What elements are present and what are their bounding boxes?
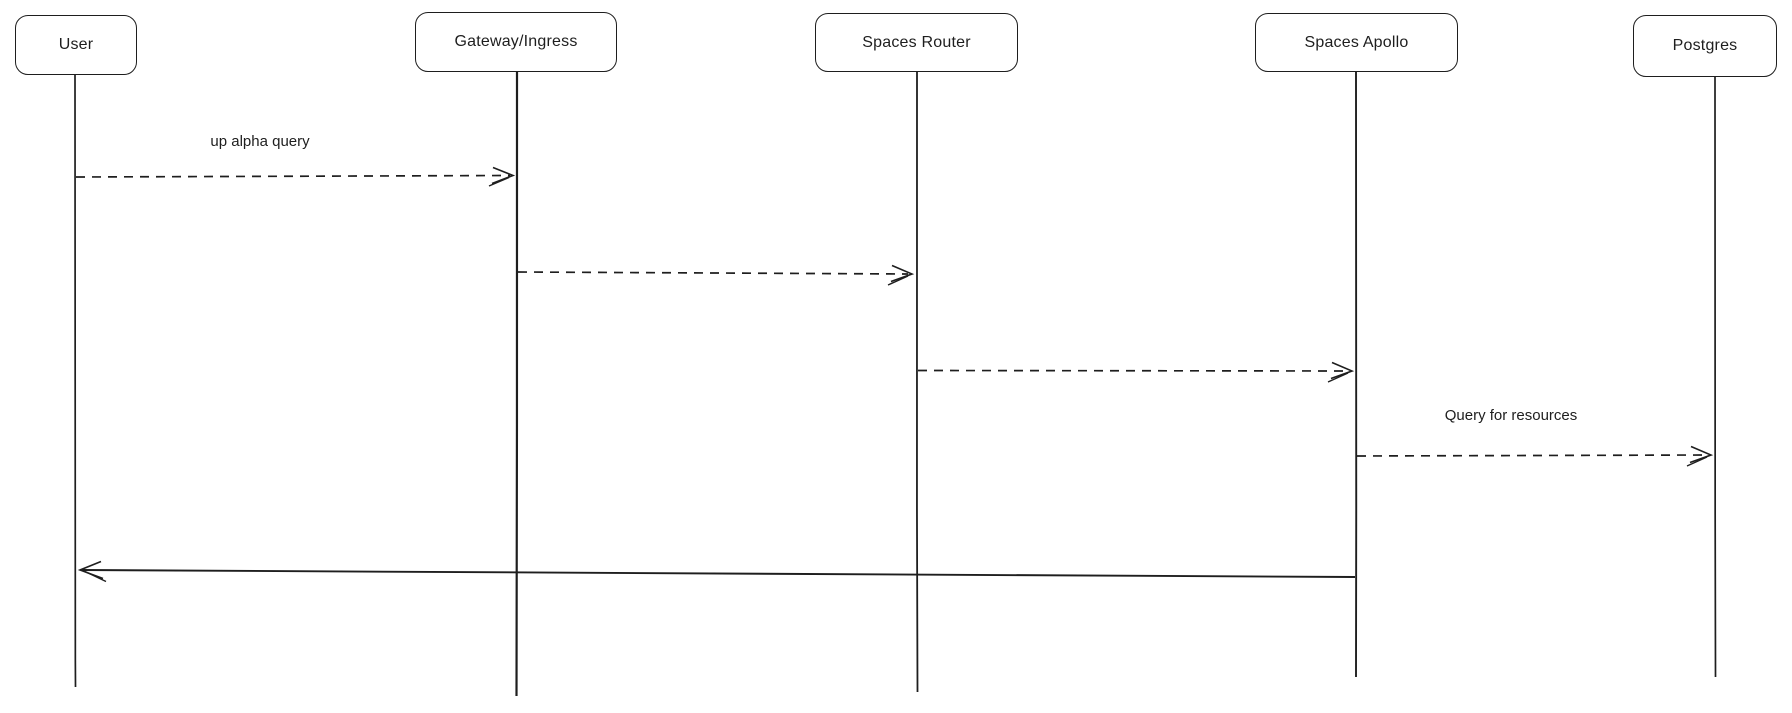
actor-box-spaces-apollo: Spaces Apollo (1255, 13, 1458, 72)
message-arrow-gateway-to-router (517, 264, 915, 286)
message-arrow-user-to-gateway (75, 166, 516, 187)
actor-box-postgres: Postgres (1633, 15, 1777, 77)
lifeline-user (74, 74, 77, 688)
actor-box-user: User (15, 15, 137, 75)
lifeline-gateway-ingress (515, 71, 519, 697)
actor-label-user: User (58, 36, 94, 53)
actor-label-postgres: Postgres (1672, 37, 1738, 54)
message-arrow-apollo-to-postgres (1356, 445, 1714, 467)
actor-label-gateway-ingress: Gateway/Ingress (454, 33, 578, 50)
lifeline-postgres (1714, 76, 1717, 678)
lifeline-spaces-apollo (1354, 71, 1358, 678)
actor-label-spaces-apollo: Spaces Apollo (1304, 33, 1409, 51)
message-label-up-alpha-query: up alpha query (210, 133, 310, 150)
actor-box-gateway-ingress: Gateway/Ingress (415, 12, 617, 72)
actor-label-spaces-router: Spaces Router (862, 33, 971, 51)
actor-box-spaces-router: Spaces Router (815, 13, 1018, 72)
lifeline-spaces-router (916, 71, 919, 693)
message-arrow-router-to-apollo (917, 361, 1355, 383)
message-label-query-for-resources: Query for resources (1444, 407, 1578, 424)
message-arrow-apollo-to-user (77, 560, 1356, 583)
